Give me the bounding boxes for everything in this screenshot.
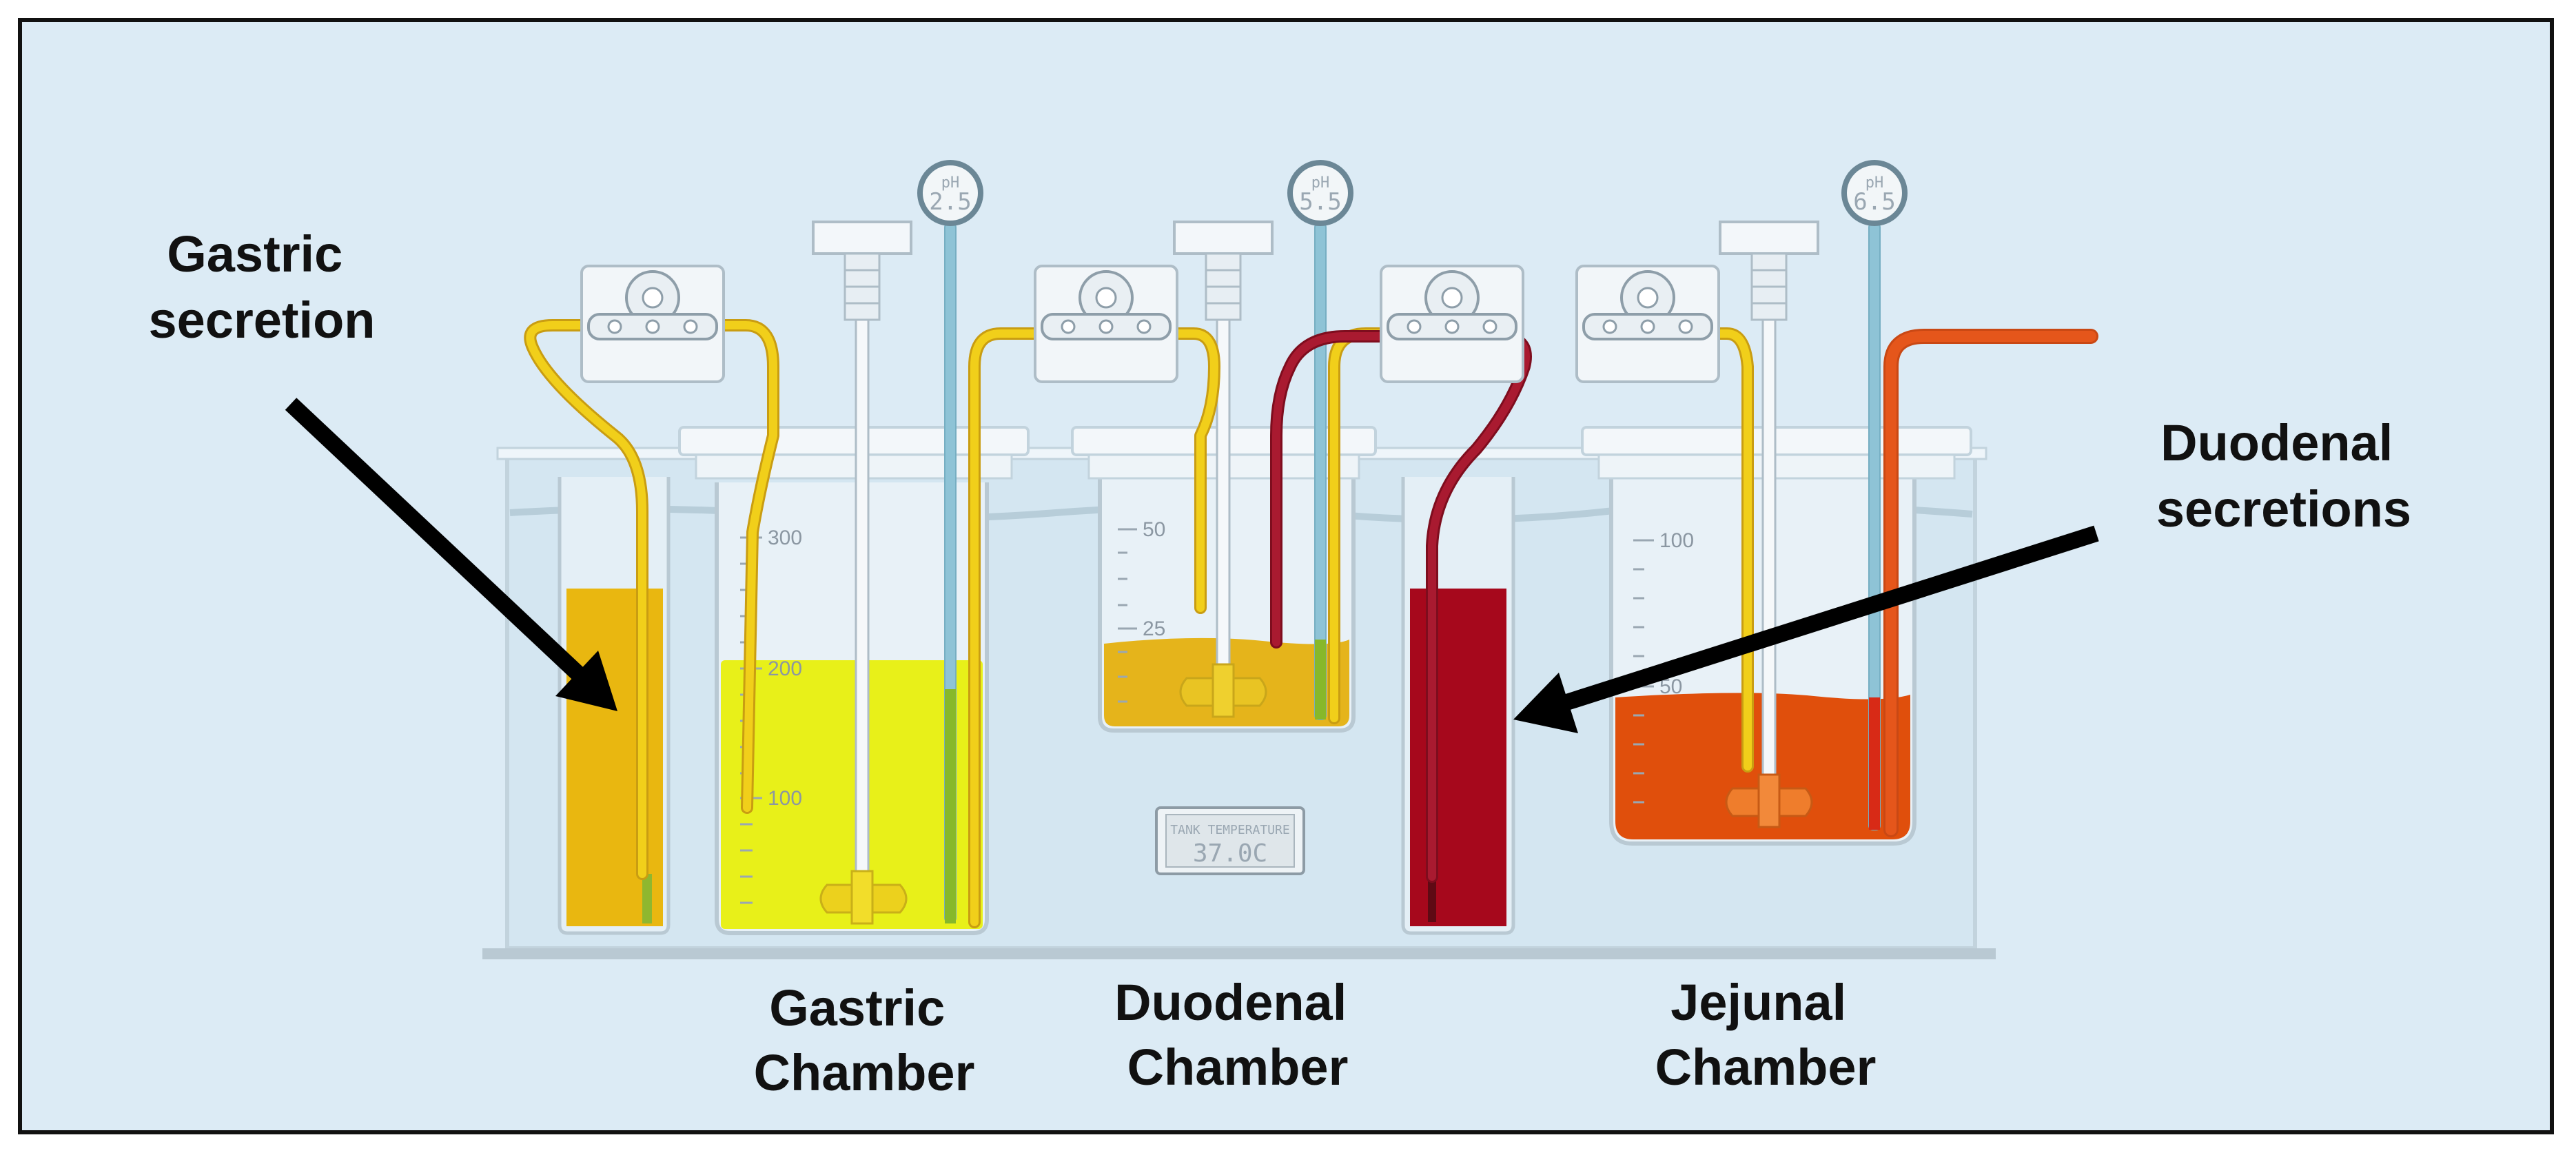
- gastric-ph-gauge: [917, 160, 983, 226]
- tank-temperature-display: TANK TEMPERATURE 37.0C: [1155, 806, 1305, 875]
- annotation-arrows: [285, 398, 2099, 733]
- duodenal-secretion-beaker: [1401, 477, 1515, 935]
- pump-gastric-secretion: [580, 265, 725, 383]
- gastric-stirrer-shaft: [855, 318, 870, 886]
- tank-base: [482, 948, 1996, 959]
- figure-frame: 300 200 100 pH 2.5 50 25: [18, 18, 2554, 1134]
- duodenal-scale-25: 25: [1143, 617, 1165, 640]
- in-vitro-digestion-diagram: 300 200 100 pH 2.5 50 25: [148, 160, 2411, 1101]
- tank-temperature-value: 37.0C: [1193, 839, 1267, 868]
- pump-gastric-to-duodenal: [1034, 265, 1178, 383]
- jejunal-chamber-label: Jejunal Chamber: [1655, 974, 1877, 1096]
- duodenal-ph-gauge: [1287, 160, 1353, 226]
- gastric-stirrer-motor: [812, 221, 912, 255]
- tubing: [524, 319, 2098, 928]
- duodenal-ph-unit: pH: [1311, 174, 1330, 192]
- gastric-secretion-arrow: [285, 398, 593, 688]
- gastric-ph-value: 2.5: [929, 188, 971, 216]
- jejunal-stirrer-motor: [1719, 221, 1819, 255]
- jejunal-lid: [1581, 426, 1972, 456]
- jejunal-ph-value: 6.5: [1853, 188, 1895, 216]
- duodenal-secretions-arrow: [1557, 525, 2099, 713]
- tank-temperature-title: TANK TEMPERATURE: [1170, 823, 1289, 837]
- duodenal-secretions-arrowhead: [1513, 673, 1578, 733]
- pump-duodenal-secretion: [1380, 265, 1524, 383]
- gastric-chamber-label: Gastric Chamber: [754, 979, 975, 1101]
- gastric-scale-100: 100: [768, 787, 802, 810]
- gastric-chamber-fluid: [721, 660, 983, 929]
- pump-duodenal-to-jejunal: [1575, 265, 1720, 383]
- duodenal-chamber-label: Duodenal Chamber: [1114, 974, 1361, 1096]
- gastric-secretion-label: Gastric secretion: [148, 225, 375, 349]
- gastric-scale-200: 200: [768, 657, 802, 680]
- jejunal-scale-100: 100: [1659, 529, 1694, 552]
- jejunal-ph-gauge: [1841, 160, 1908, 226]
- duodenal-stirrer-motor: [1173, 221, 1274, 255]
- gastric-scale-300: 300: [768, 527, 802, 549]
- jejunal-chamber: 100 50 pH 6.5: [1581, 160, 1972, 846]
- gastric-secretion-arrowhead: [555, 651, 617, 711]
- gastric-ph-unit: pH: [941, 174, 960, 192]
- duodenal-secretion-fluid: [1410, 589, 1506, 926]
- duodenal-ph-value: 5.5: [1299, 188, 1341, 216]
- jejunal-stirrer-shaft: [1761, 318, 1777, 790]
- jejunal-ph-unit: pH: [1865, 174, 1884, 192]
- duodenal-chamber: 50 25 pH 5.5: [1071, 160, 1377, 733]
- duodenal-secretions-label: Duodenal secretions: [2156, 414, 2411, 538]
- duodenal-scale-50: 50: [1143, 518, 1165, 541]
